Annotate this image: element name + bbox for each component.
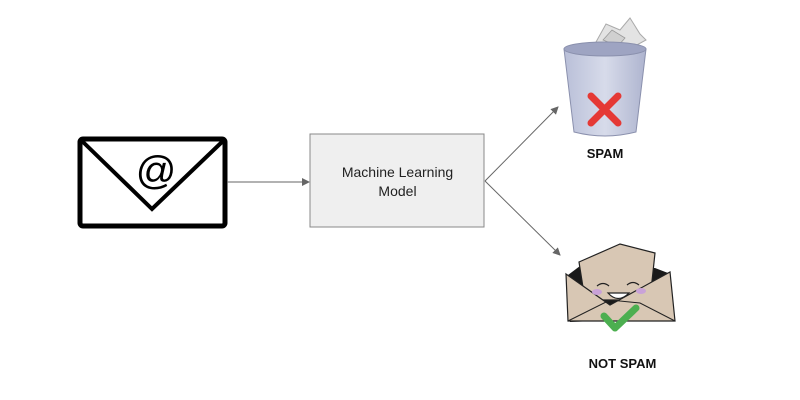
model-label-line1: Machine Learning: [341, 164, 454, 180]
email-at-icon: @: [77, 136, 228, 229]
model-box: [309, 133, 485, 228]
not-spam-label: NOT SPAM: [588, 356, 657, 371]
red-x-icon: [587, 92, 622, 127]
trash-can-icon: [563, 17, 647, 137]
happy-envelope-icon: [565, 243, 676, 332]
model-label-line2: Model: [378, 183, 417, 199]
green-check-icon: [600, 304, 640, 332]
arrow-model-to-spam: [484, 106, 559, 182]
model-label: Machine Learning Model: [310, 163, 485, 201]
at-symbol: @: [136, 149, 177, 193]
arrow-model-to-not-spam: [484, 180, 561, 256]
spam-label: SPAM: [586, 146, 624, 161]
